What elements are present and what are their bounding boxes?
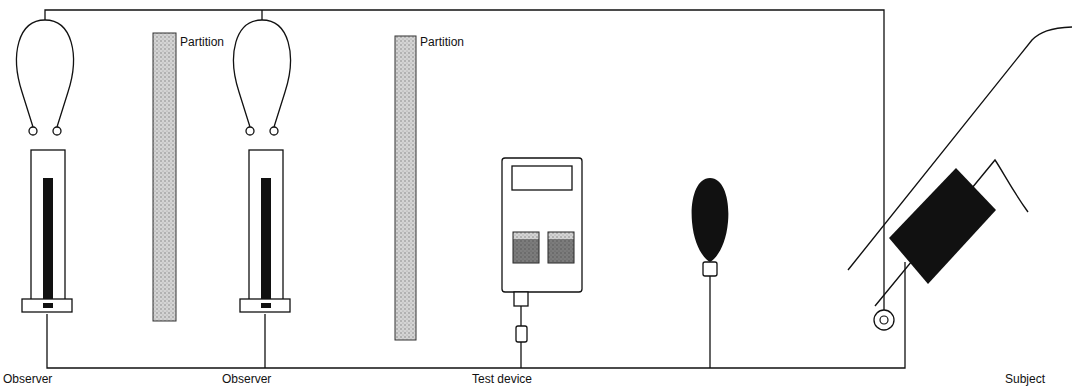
tube <box>261 10 262 20</box>
fitting <box>514 292 528 306</box>
mercury <box>43 178 53 299</box>
partition-label: Partition <box>180 36 224 49</box>
tube <box>264 314 265 368</box>
earpiece <box>270 127 278 135</box>
inflation-bulb <box>692 178 729 262</box>
stethoscope-head <box>880 316 888 324</box>
stethoscope <box>234 20 291 127</box>
tube <box>520 342 521 368</box>
button-shade <box>513 239 539 263</box>
manometer-column <box>249 150 283 300</box>
button <box>548 232 574 263</box>
manometer-column <box>31 150 65 300</box>
device-label: Test device <box>472 373 532 386</box>
display <box>512 166 572 190</box>
tube <box>709 276 710 368</box>
mercury-base <box>43 303 53 308</box>
earpiece <box>53 127 61 135</box>
partition-label: Partition <box>420 36 464 49</box>
arm-outline <box>875 160 1028 306</box>
cuff <box>889 168 996 284</box>
observer-label: Observer <box>222 373 271 386</box>
valve <box>703 262 717 276</box>
mercury-base <box>261 303 271 308</box>
mercury <box>261 178 271 299</box>
earpiece <box>246 127 254 135</box>
manometer-base <box>22 299 72 312</box>
partition <box>153 33 176 321</box>
manometer-base <box>240 299 290 312</box>
stethoscope <box>17 20 74 127</box>
observer-label: Observer <box>3 373 52 386</box>
tube <box>520 306 521 326</box>
button <box>513 232 539 263</box>
earpiece <box>29 127 37 135</box>
fitting <box>516 326 527 342</box>
partition <box>395 36 416 340</box>
stethoscope-head <box>874 310 894 330</box>
subject-label: Subject <box>1005 373 1045 386</box>
test-device <box>502 158 582 292</box>
button-shade <box>548 239 574 263</box>
